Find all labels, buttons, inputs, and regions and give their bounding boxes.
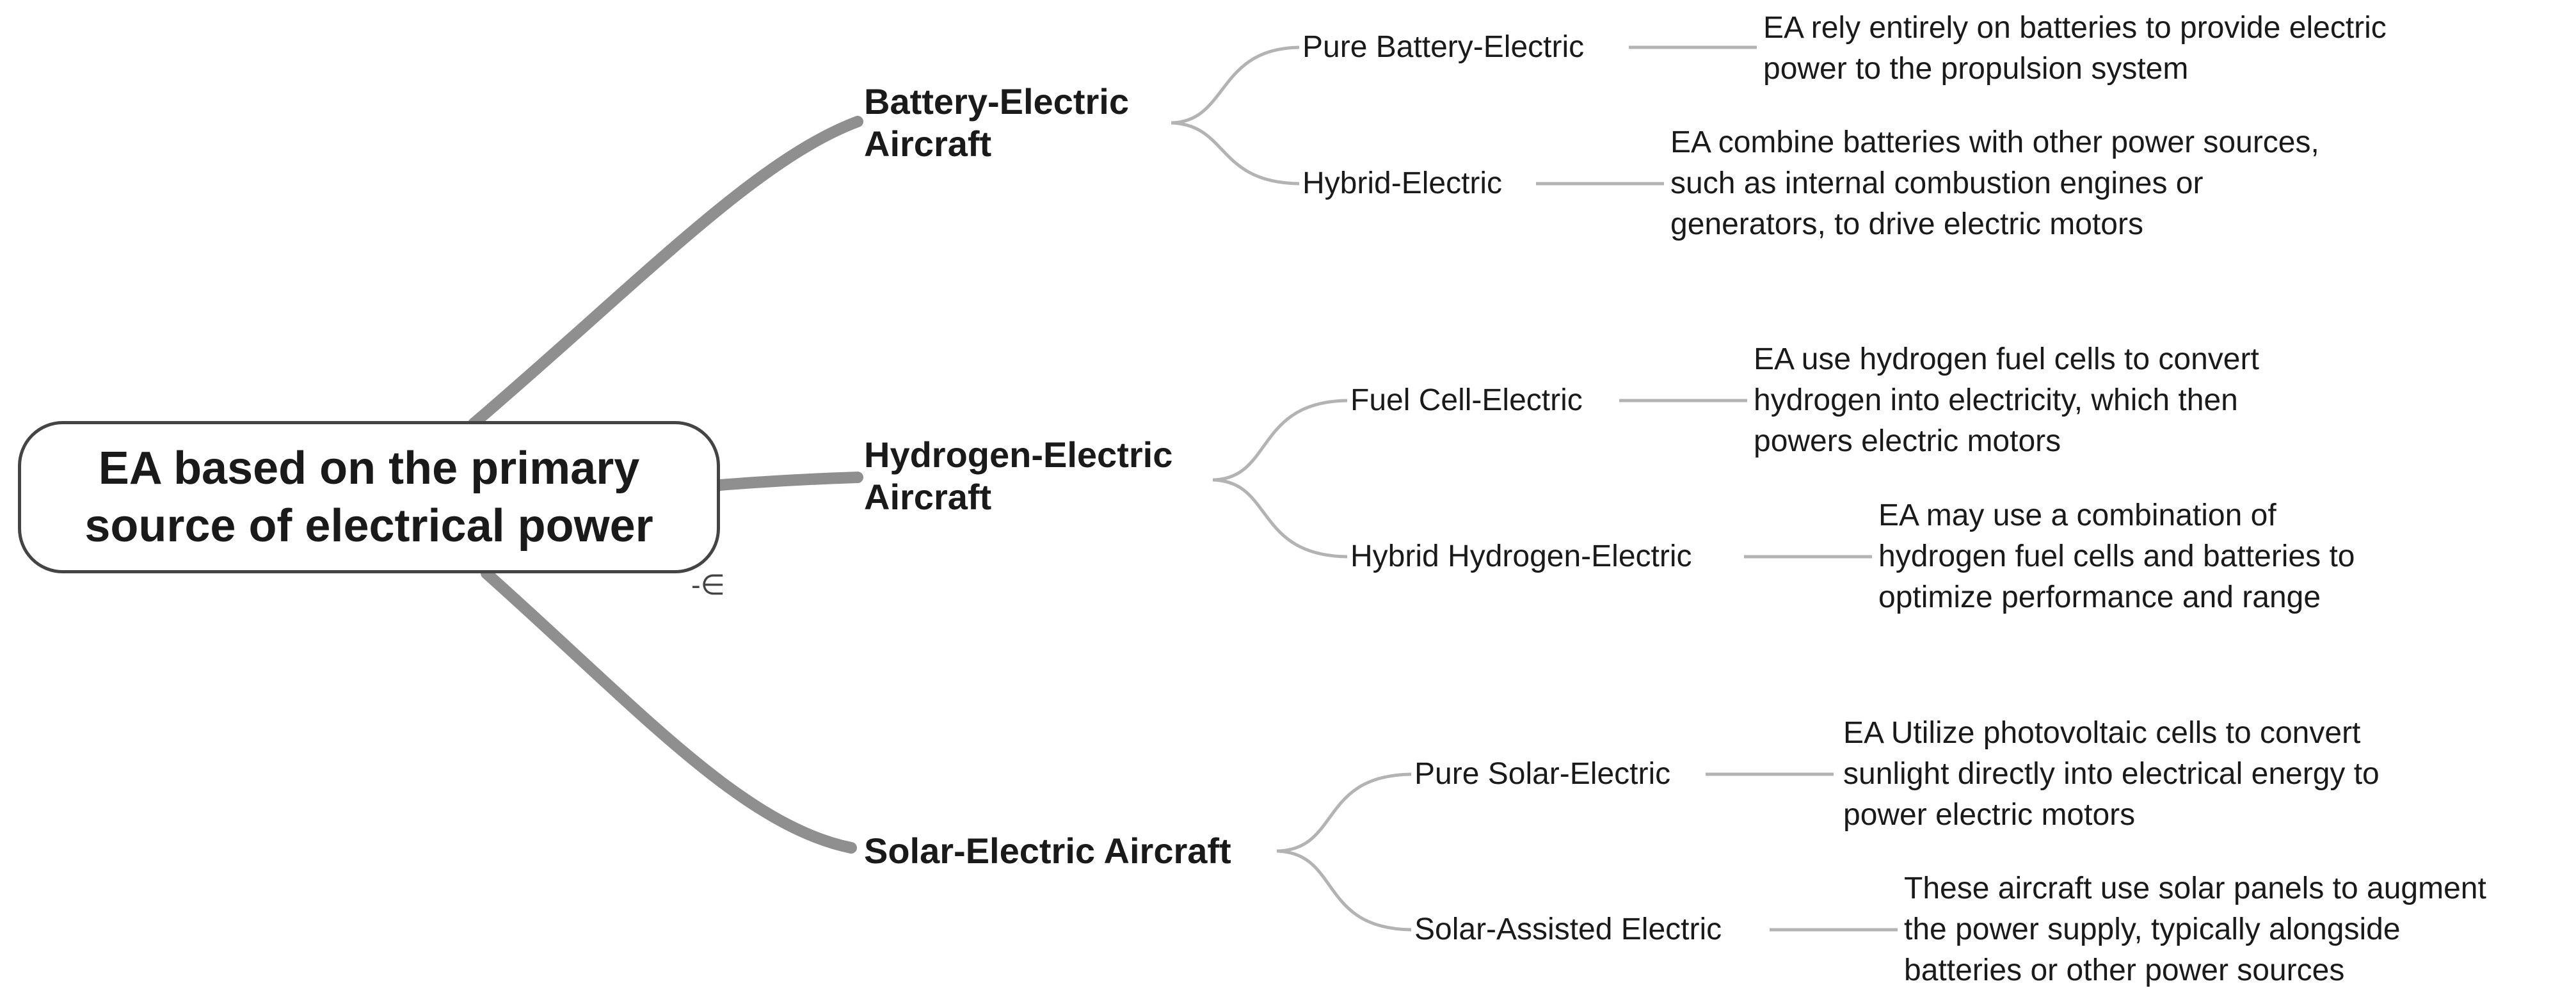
desc-line: EA use hydrogen fuel cells to convert [1754, 342, 2259, 376]
branch-solar-line-1: Solar-Electric Aircraft [864, 831, 1231, 871]
battery-to-pure-connector [1171, 45, 1300, 125]
desc-line: These aircraft use solar panels to augme… [1904, 872, 2486, 905]
desc-hybrid-hydrogen-electric: EA may use a combination of hydrogen fue… [1878, 495, 2355, 618]
desc-pure-battery-electric: EA rely entirely on batteries to provide… [1763, 8, 2387, 90]
desc-line: optimize performance and range [1878, 580, 2321, 614]
desc-line: batteries or other power sources [1904, 953, 2345, 987]
root-title-line-1: EA based on the primary [98, 443, 640, 494]
branch-solar-electric[interactable]: Solar-Electric Aircraft [864, 830, 1231, 872]
desc-hybrid-electric: EA combine batteries with other power so… [1670, 122, 2319, 245]
solar-to-pure-connector [1276, 772, 1412, 853]
desc-line: the power supply, typically alongside [1904, 912, 2401, 946]
desc-solar-assisted-electric: These aircraft use solar panels to augme… [1904, 868, 2486, 991]
node-hybrid-electric[interactable]: Hybrid-Electric [1302, 166, 1503, 200]
desc-fuel-cell-electric: EA use hydrogen fuel cells to convert hy… [1754, 339, 2259, 462]
root-title: EA based on the primary source of electr… [84, 440, 653, 555]
solar-to-assisted-connector [1276, 849, 1412, 932]
collapse-toggle-icon[interactable]: -∈ [691, 569, 725, 601]
node-hybrid-hydrogen-electric[interactable]: Hybrid Hydrogen-Electric [1350, 539, 1692, 573]
battery-to-hybrid-connector [1171, 121, 1300, 186]
node-pure-solar-electric[interactable]: Pure Solar-Electric [1414, 757, 1671, 791]
desc-line: EA Utilize photovoltaic cells to convert [1843, 716, 2361, 750]
root-to-battery-connector [468, 116, 863, 429]
hydrogen-to-fuelcell-connector [1212, 399, 1348, 482]
desc-line: EA rely entirely on batteries to provide… [1763, 11, 2387, 45]
root-to-solar-connector [481, 568, 857, 854]
desc-line: power electric motors [1843, 798, 2136, 832]
branch-hydrogen-line-1: Hydrogen-Electric [864, 434, 1173, 475]
desc-line: EA may use a combination of [1878, 498, 2276, 532]
branch-hydrogen-electric[interactable]: Hydrogen-Electric Aircraft [864, 434, 1172, 518]
node-pure-battery-electric[interactable]: Pure Battery-Electric [1302, 30, 1585, 64]
node-fuel-cell-electric[interactable]: Fuel Cell-Electric [1350, 383, 1583, 417]
branch-hydrogen-line-2: Aircraft [864, 477, 992, 517]
desc-line: hydrogen into electricity, which then [1754, 383, 2238, 417]
node-solar-assisted-electric[interactable]: Solar-Assisted Electric [1414, 912, 1722, 946]
root-to-hydrogen-connector [714, 472, 863, 491]
branch-battery-electric[interactable]: Battery-Electric Aircraft [864, 81, 1129, 165]
hydrogen-to-hybridh2-connector [1212, 478, 1348, 559]
branch-battery-line-1: Battery-Electric [864, 81, 1129, 122]
root-node[interactable]: EA based on the primary source of electr… [18, 421, 720, 573]
desc-line: power to the propulsion system [1763, 52, 2189, 86]
branch-battery-line-2: Aircraft [864, 123, 992, 164]
desc-line: powers electric motors [1754, 424, 2061, 458]
desc-line: generators, to drive electric motors [1670, 207, 2143, 241]
desc-line: such as internal combustion engines or [1670, 166, 2204, 200]
desc-line: hydrogen fuel cells and batteries to [1878, 539, 2355, 573]
desc-line: EA combine batteries with other power so… [1670, 125, 2319, 159]
desc-line: sunlight directly into electrical energy… [1843, 757, 2380, 791]
desc-pure-solar-electric: EA Utilize photovoltaic cells to convert… [1843, 713, 2380, 836]
root-title-line-2: source of electrical power [84, 500, 653, 552]
